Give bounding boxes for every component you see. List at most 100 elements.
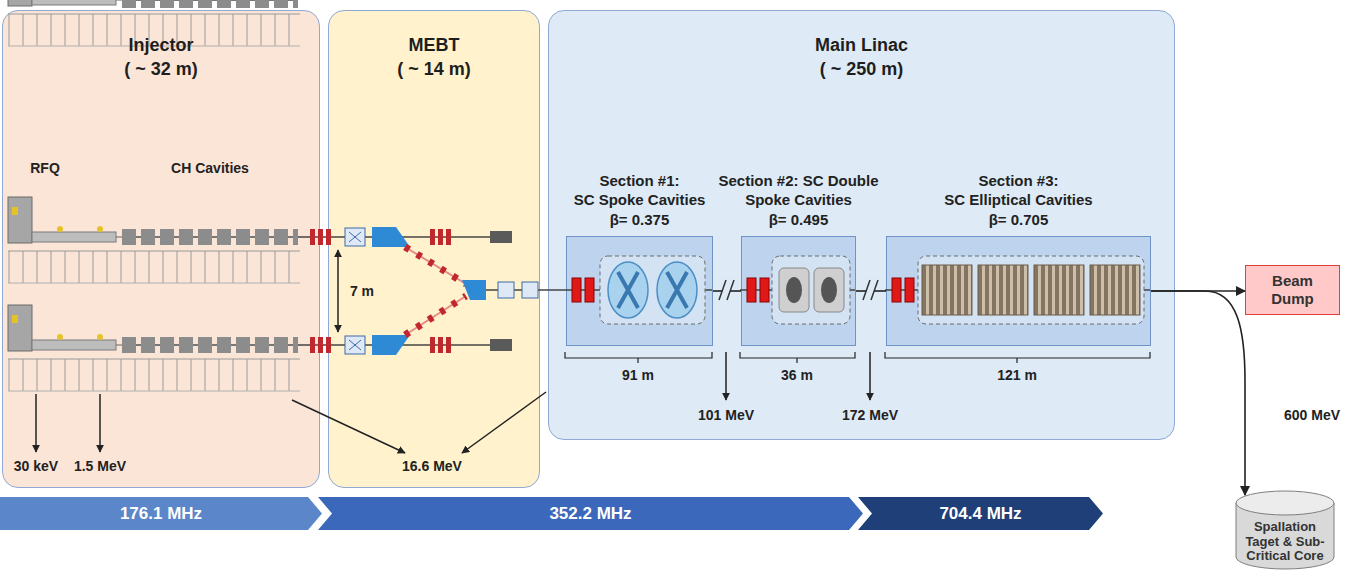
mebt-beamline-part xyxy=(298,236,508,238)
text-line: SC Spoke Cavities xyxy=(574,190,706,210)
cavity-sections-part xyxy=(892,278,901,302)
frequency-text-wrap: 704.4 MHz xyxy=(858,497,1103,530)
cylinder-top xyxy=(1236,491,1334,515)
injector-linac-lower xyxy=(8,305,300,391)
text-line: SC Elliptical Cavities xyxy=(944,190,1092,210)
text-line: Section #2: SC Double xyxy=(718,171,878,191)
frequency-text-wrap: 352.2 MHz xyxy=(318,497,863,530)
mebt-beamline-part xyxy=(438,229,443,245)
cavity-sections-part xyxy=(905,278,914,302)
cavity-sections-part xyxy=(772,256,850,324)
break-marks-part xyxy=(719,280,734,300)
injector-linac-part xyxy=(8,14,300,15)
panel-title-wrap: Main Linac ( ~ 250 m) xyxy=(549,33,1174,82)
mebt-beamline-part xyxy=(298,344,508,346)
leader-arrows-part xyxy=(99,394,101,452)
annotation-label: 36 m xyxy=(781,367,813,383)
break-marks-part xyxy=(719,280,734,300)
section-heading-wrap: Section #1: SC Spoke Cavitiesβ= 0.375 xyxy=(574,171,706,230)
mebt-beamline-part xyxy=(430,229,435,245)
cavity-section-box: Section #1: SC Spoke Cavitiesβ= 0.375 xyxy=(566,236,713,346)
mebt-beamline-part xyxy=(326,337,331,353)
cavity-sections-part xyxy=(779,268,809,312)
dimension-brackets xyxy=(565,352,1150,363)
cavity-sections-part xyxy=(565,289,712,291)
section-heading: Section #1: SC Spoke Cavities xyxy=(574,171,706,210)
frequency-arrow: 176.1 MHz xyxy=(0,497,322,530)
text-line: Dump xyxy=(1271,290,1314,308)
annotation-label: 121 m xyxy=(997,367,1037,383)
cavity-sections-part xyxy=(585,278,594,302)
label-wrap: 172 MeV xyxy=(842,407,898,423)
label-wrap: CH Cavities xyxy=(171,160,249,176)
leader-arrows-part xyxy=(725,352,727,400)
beta-value: β= 0.705 xyxy=(944,210,1092,230)
label-wrap: 7 m xyxy=(350,283,374,299)
annotation-label: 7 m xyxy=(350,283,374,299)
mebt-beamline-part xyxy=(345,228,365,246)
beta-value: β= 0.375 xyxy=(574,210,706,230)
text-line: MEBT xyxy=(329,33,539,57)
injector-linac-part xyxy=(32,0,116,5)
injector-linac xyxy=(8,0,300,46)
text-line: Section #1: xyxy=(574,171,706,191)
section-heading: Section #3: SC Elliptical Cavities xyxy=(944,171,1092,210)
cavity-sections-part xyxy=(922,265,972,315)
mebt-beamline-part xyxy=(372,227,410,247)
cavity-sections-part xyxy=(657,262,697,318)
break-marks-part xyxy=(863,280,878,300)
mebt-beamline-part xyxy=(310,229,315,245)
annotation-label: 172 MeV xyxy=(842,407,898,423)
cavity-section-box: Section #3: SC Elliptical Cavitiesβ= 0.7… xyxy=(886,236,1151,346)
cylinder-text-wrap: Spallation Taget & Sub-Critical Core xyxy=(1239,516,1331,568)
cavity-sections-part xyxy=(978,265,1028,315)
beam-dump-label: Beam Dump xyxy=(1271,272,1314,308)
mebt-beamline-part xyxy=(372,335,410,355)
beta-value: β= 0.495 xyxy=(718,210,878,230)
mebt-beamline-part xyxy=(405,247,466,284)
beamline-connector xyxy=(1151,291,1245,495)
text-line: Section #3: xyxy=(944,171,1092,191)
cavity-sections-part xyxy=(740,289,855,291)
cavity-sections-part xyxy=(600,256,705,324)
cavity-sections-part xyxy=(747,278,756,302)
cavity-sections-part xyxy=(667,272,687,308)
mebt-beamline-part xyxy=(446,337,451,353)
mebt-beamline-part xyxy=(318,229,323,245)
beamline-connector xyxy=(1151,290,1245,292)
frequency-arrow: 704.4 MHz xyxy=(858,497,1103,530)
break-marks-part xyxy=(863,280,878,300)
label-wrap: 16.6 MeV xyxy=(402,458,462,474)
frequency-arrow: 352.2 MHz xyxy=(318,497,863,530)
frequency-label: 176.1 MHz xyxy=(120,504,202,524)
frequency-label: 352.2 MHz xyxy=(549,504,631,524)
frequency-text-wrap: 176.1 MHz xyxy=(0,497,322,530)
panel-title: Injector ( ~ 32 m) xyxy=(3,33,319,82)
mebt-beamline-part xyxy=(405,296,466,335)
mebt-beamline xyxy=(298,227,565,355)
beamline-connector xyxy=(713,290,741,292)
annotation-label: 101 MeV xyxy=(698,407,754,423)
panel-title: Main Linac ( ~ 250 m) xyxy=(549,33,1174,82)
beam-dump-box: Beam Dump xyxy=(1245,265,1340,315)
mebt-beamline-part xyxy=(486,289,565,291)
text-line: ( ~ 32 m) xyxy=(3,57,319,81)
injector-linac-part xyxy=(8,0,32,6)
beamline-connector xyxy=(856,290,886,292)
cavity-sections-part xyxy=(885,289,1150,291)
label-wrap: 600 MeV xyxy=(1284,407,1340,423)
dimension-brackets-part xyxy=(885,352,1150,363)
target-label: Spallation Taget & Sub-Critical Core xyxy=(1239,520,1331,565)
cavity-sections-part xyxy=(618,272,638,308)
mebt-beamline-part xyxy=(349,340,361,350)
section-heading-wrap: Section #3: SC Elliptical Cavitiesβ= 0.7… xyxy=(944,171,1092,230)
annotation-label: 91 m xyxy=(622,367,654,383)
label-wrap: 30 keV xyxy=(14,458,58,474)
injector-linac-part xyxy=(8,46,300,47)
mebt-beamline-part xyxy=(405,296,466,335)
panel-title-wrap: MEBT ( ~ 14 m) xyxy=(329,33,539,82)
cavity-section-box: Section #2: SC Double Spoke Cavitiesβ= 0… xyxy=(741,236,856,346)
frequency-label: 704.4 MHz xyxy=(939,504,1021,524)
